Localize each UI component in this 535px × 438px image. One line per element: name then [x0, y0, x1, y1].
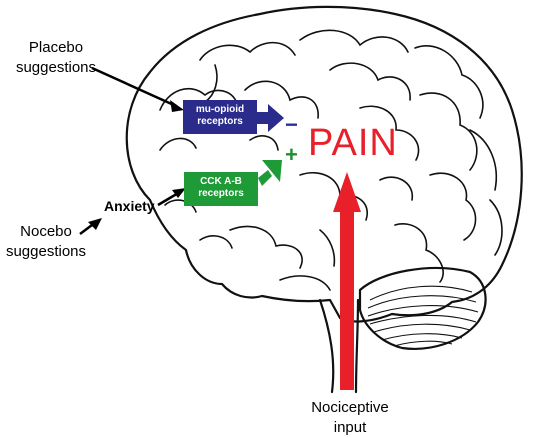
cck-receptors-box: CCK A-B receptors: [184, 172, 258, 206]
cerebellum-folia: [367, 285, 479, 347]
placebo-label: Placebo suggestions: [15, 39, 97, 76]
nocebo-arrow: [79, 218, 102, 235]
mu-opioid-receptors-box: mu-opioid receptors: [183, 100, 257, 134]
anxiety-arrow: [157, 188, 186, 207]
brain-outline: [125, 5, 523, 394]
nociceptive-input-label: Nociceptive input: [311, 399, 389, 436]
pain-label: PAIN: [308, 122, 398, 164]
mu-opioid-arrow: [256, 104, 284, 132]
nocebo-label: Nocebo suggestions: [5, 223, 87, 260]
anxiety-label: Anxiety: [104, 198, 155, 214]
minus-sign: −: [285, 112, 298, 137]
placebo-arrow: [91, 66, 184, 112]
nociceptive-arrow: [333, 172, 361, 390]
cck-arrow: [258, 160, 282, 186]
plus-sign: +: [285, 142, 298, 167]
